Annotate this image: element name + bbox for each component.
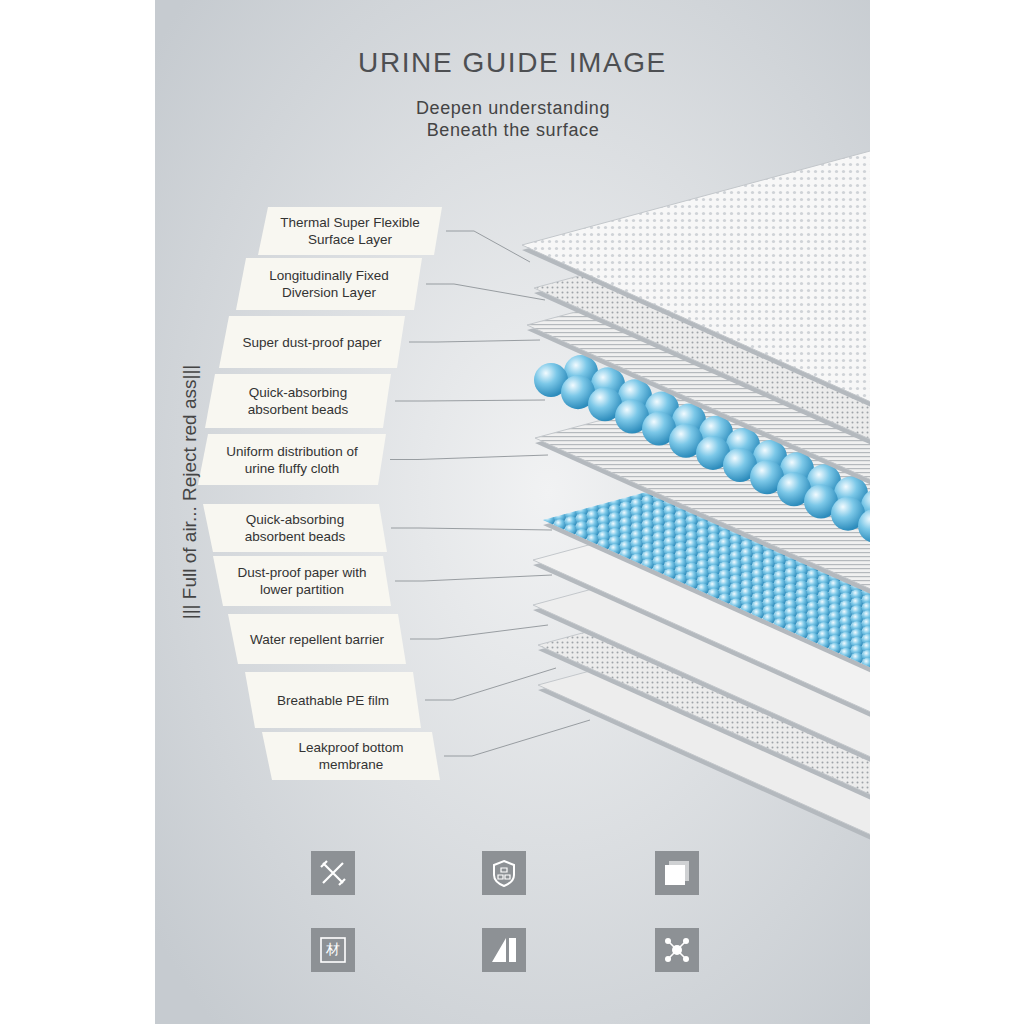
slope-symbol	[492, 938, 516, 962]
absorbent-bead	[858, 509, 870, 543]
small-bead	[576, 529, 588, 541]
leader-lines	[390, 231, 590, 756]
small-bead	[807, 633, 819, 645]
shield-symbol	[494, 861, 514, 886]
network-dot	[665, 938, 671, 944]
small-bead	[675, 573, 687, 585]
layer-name: Quick-absorbing absorbent beads	[221, 384, 375, 418]
small-bead	[686, 578, 698, 590]
layer-label: Water repellent barrier	[228, 614, 406, 664]
icon-tile	[655, 851, 699, 895]
small-bead	[587, 534, 599, 546]
icon-tile	[311, 851, 355, 895]
layer-name: Uniform distribution of urine fluffy clo…	[214, 443, 370, 477]
layer-label: Thermal Super Flexible Surface Layer	[258, 207, 442, 255]
feature-icon	[311, 928, 355, 972]
small-bead	[752, 608, 764, 620]
layer-sheet	[522, 127, 870, 442]
layer-name: Longitudinally Fixed Diversion Layer	[252, 267, 406, 301]
small-bead	[796, 628, 808, 640]
icon-tile	[655, 928, 699, 972]
leader-line	[409, 340, 540, 342]
small-bead	[708, 588, 720, 600]
small-bead	[631, 554, 643, 566]
leader-line	[390, 455, 548, 460]
feature-icon	[482, 928, 526, 972]
small-bead	[664, 568, 676, 580]
small-bead	[719, 593, 731, 605]
small-bead	[554, 519, 566, 531]
layer-stack	[522, 127, 870, 880]
small-bead	[653, 564, 665, 576]
feature-icon	[311, 851, 355, 895]
title: URINE GUIDE IMAGE	[155, 47, 870, 79]
leader-line	[426, 284, 545, 300]
layer-name: Leakproof bottom membrane	[278, 739, 424, 773]
small-bead	[620, 549, 632, 561]
network-dot	[683, 938, 689, 944]
layer-name: Breathable PE film	[277, 692, 389, 709]
leader-line	[395, 575, 552, 581]
leader-line	[425, 668, 556, 700]
layer-name: Quick-absorbing absorbent beads	[219, 511, 371, 545]
icon-character: 材	[311, 928, 355, 972]
small-bead	[829, 643, 841, 655]
feature-icon	[482, 851, 526, 895]
layer-label: Longitudinally Fixed Diversion Layer	[236, 258, 422, 310]
leader-line	[444, 720, 590, 756]
layer-label: Dust-proof paper with lower partition	[213, 556, 391, 606]
small-bead	[543, 514, 555, 526]
small-bead	[774, 618, 786, 630]
icon-tile	[482, 928, 526, 972]
icon-row	[311, 851, 699, 972]
layer-label: Uniform distribution of urine fluffy clo…	[198, 434, 386, 485]
leader-line	[410, 625, 548, 639]
small-bead	[741, 603, 753, 615]
layer-label: Super dust-proof paper	[219, 316, 405, 368]
layer-name: Dust-proof paper with lower partition	[229, 564, 375, 598]
layer-name: Thermal Super Flexible Surface Layer	[274, 214, 426, 248]
feature-icon	[655, 928, 699, 972]
sheets-symbol	[665, 865, 685, 885]
leader-line	[395, 400, 545, 401]
leader-line	[391, 528, 552, 530]
small-bead	[763, 613, 775, 625]
small-bead	[785, 623, 797, 635]
layer-label: Breathable PE film	[245, 672, 421, 728]
icon-tile	[311, 928, 355, 972]
small-bead	[730, 598, 742, 610]
vertical-slogan: ||| Full of air... Reject red ass|||	[179, 365, 201, 620]
subtitle: Deepen understanding Beneath the surface	[398, 97, 628, 141]
small-bead	[851, 653, 863, 665]
small-bead	[609, 544, 621, 556]
small-bead	[840, 648, 852, 660]
network-hub	[672, 945, 682, 955]
small-bead	[598, 539, 610, 551]
leader-line	[446, 231, 530, 262]
small-bead	[565, 524, 577, 536]
small-bead	[642, 559, 654, 571]
layer-label: Quick-absorbing absorbent beads	[205, 374, 391, 428]
small-bead	[697, 583, 709, 595]
layer-name: Water repellent barrier	[250, 631, 384, 648]
small-bead	[818, 638, 830, 650]
shield-mark	[498, 868, 510, 879]
layer-label: Leakproof bottom membrane	[262, 732, 440, 780]
layer-name: Super dust-proof paper	[243, 334, 382, 351]
small-bead	[862, 658, 870, 670]
icon-tile	[482, 851, 526, 895]
layer-0	[522, 127, 870, 447]
network-dot	[665, 956, 671, 962]
tools-symbol	[321, 861, 345, 885]
network-dot	[683, 956, 689, 962]
layer-label: Quick-absorbing absorbent beads	[203, 504, 387, 552]
feature-icon	[655, 851, 699, 895]
